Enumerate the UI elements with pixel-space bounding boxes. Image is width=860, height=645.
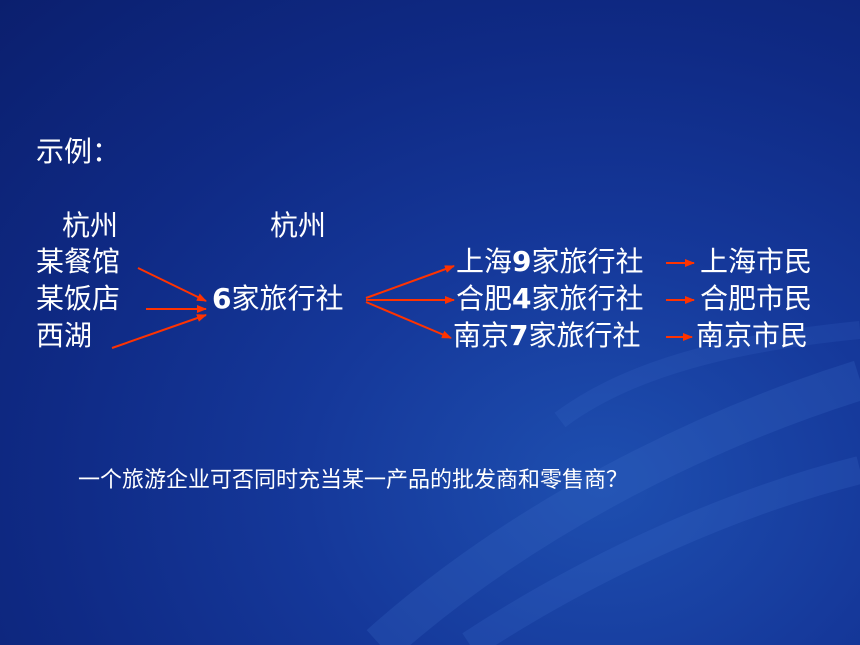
arrow-hub-to-nanjing bbox=[365, 301, 452, 339]
hub-agency-label: 家旅行社 bbox=[231, 282, 344, 315]
agency-label: 家旅行社 bbox=[531, 245, 644, 278]
agency-label: 家旅行社 bbox=[528, 319, 641, 352]
agency-city: 南京 bbox=[453, 319, 510, 352]
column-header-source-city: 杭州 bbox=[62, 209, 119, 242]
arrow-restaurant-to-hub bbox=[137, 267, 207, 302]
agency-city: 合肥 bbox=[456, 282, 513, 315]
agency-shanghai: 上海9家旅行社 bbox=[456, 248, 644, 276]
agency-city: 上海 bbox=[456, 245, 513, 278]
source-hotel: 某饭店 bbox=[36, 282, 121, 315]
agency-hefei: 合肥4家旅行社 bbox=[456, 285, 644, 313]
example-label: 示例： bbox=[36, 135, 121, 168]
agency-count: 7 bbox=[509, 319, 529, 352]
arrow-westlake-to-hub bbox=[111, 314, 207, 349]
agency-count: 9 bbox=[512, 245, 532, 278]
customer-hefei: 合肥市民 bbox=[700, 282, 813, 315]
customer-nanjing: 南京市民 bbox=[696, 319, 809, 352]
agency-nanjing: 南京7家旅行社 bbox=[453, 322, 641, 350]
hub-agencies: 6家旅行社 bbox=[212, 285, 344, 313]
agency-count: 4 bbox=[512, 282, 532, 315]
customer-shanghai: 上海市民 bbox=[700, 245, 813, 278]
hub-agency-count: 6 bbox=[212, 282, 232, 315]
column-header-hub-city: 杭州 bbox=[270, 209, 327, 242]
arrow-hub-to-shanghai bbox=[365, 265, 455, 299]
discussion-question: 一个旅游企业可否同时充当某一产品的批发商和零售商？ bbox=[78, 468, 629, 493]
source-restaurant: 某餐馆 bbox=[36, 245, 121, 278]
agency-label: 家旅行社 bbox=[531, 282, 644, 315]
source-west-lake: 西湖 bbox=[36, 319, 93, 352]
